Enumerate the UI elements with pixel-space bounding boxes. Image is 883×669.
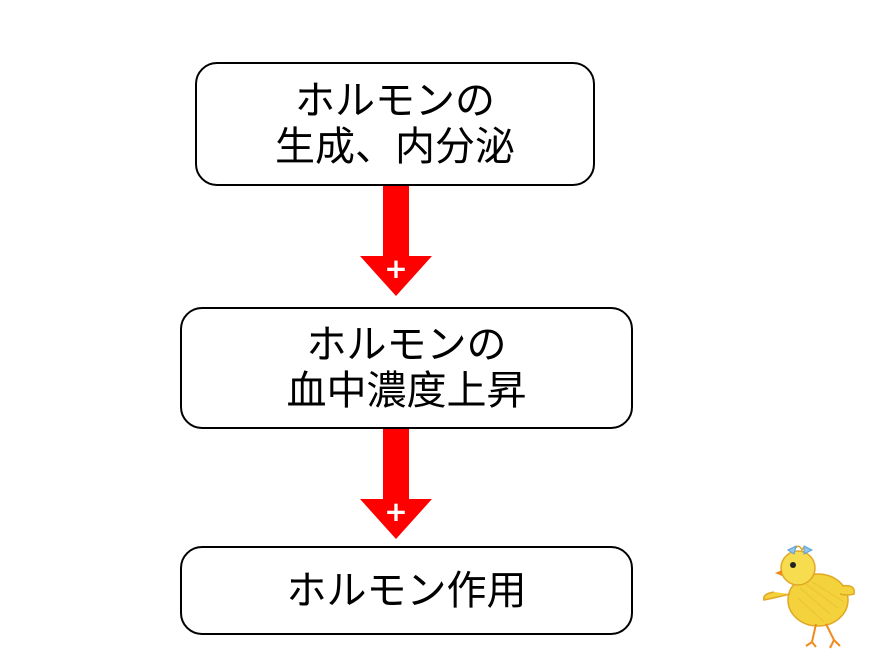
step-box-blood-concentration: ホルモンの 血中濃度上昇 <box>180 307 633 429</box>
down-arrow-1: + <box>356 186 436 298</box>
step-2-line-2: 血中濃度上昇 <box>287 368 527 414</box>
down-arrow-2: + <box>356 429 436 541</box>
step-2-line-1: ホルモンの <box>307 322 507 368</box>
arrow-1-sign: + <box>384 252 407 285</box>
step-box-hormone-secretion: ホルモンの 生成、内分泌 <box>195 62 595 186</box>
chick-icon <box>760 536 860 652</box>
arrow-2-sign: + <box>384 495 407 528</box>
step-3-line-1: ホルモン作用 <box>287 568 527 614</box>
step-box-hormone-action: ホルモン作用 <box>180 546 633 635</box>
step-1-line-2: 生成、内分泌 <box>275 124 515 170</box>
step-1-line-1: ホルモンの <box>295 78 495 124</box>
